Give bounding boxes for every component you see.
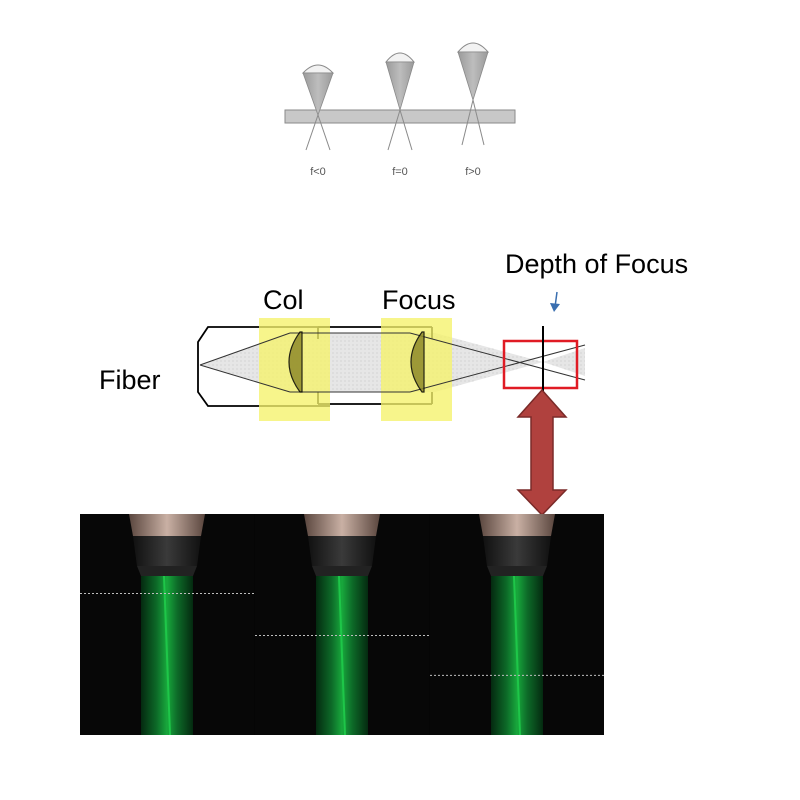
beam-envelope: [200, 333, 543, 392]
beam-photo-1: [80, 514, 254, 735]
depth-of-focus-box: [502, 339, 579, 390]
beam-cone-f-zero: [384, 52, 416, 151]
focal-position-figure: [284, 42, 516, 151]
beam-photo-3: [430, 514, 604, 735]
ray-lines: [199, 332, 586, 393]
label-f-positive: f>0: [465, 166, 481, 178]
fiber-label: Fiber: [99, 365, 161, 395]
beam-photo-2: [255, 514, 429, 735]
label-f-zero: f=0: [392, 166, 408, 178]
optics-diagram: [197, 291, 586, 517]
label-f-negative: f<0: [310, 166, 326, 178]
correspondence-arrow: [516, 388, 568, 517]
depth-of-focus-pointer: [550, 291, 560, 312]
fiber-housing: [197, 326, 330, 407]
beam-cone-f-negative: [301, 64, 335, 151]
beam-photo-strip: [80, 514, 604, 735]
collimator-lens: [288, 331, 303, 393]
focus-lens: [410, 331, 425, 393]
depth-of-focus-title: Depth of Focus: [505, 249, 689, 279]
beam-after-focus: [543, 348, 585, 376]
beam-cone-f-positive: [456, 42, 490, 146]
focus-label: Focus: [382, 285, 456, 315]
collimator-label: Col: [263, 285, 304, 315]
